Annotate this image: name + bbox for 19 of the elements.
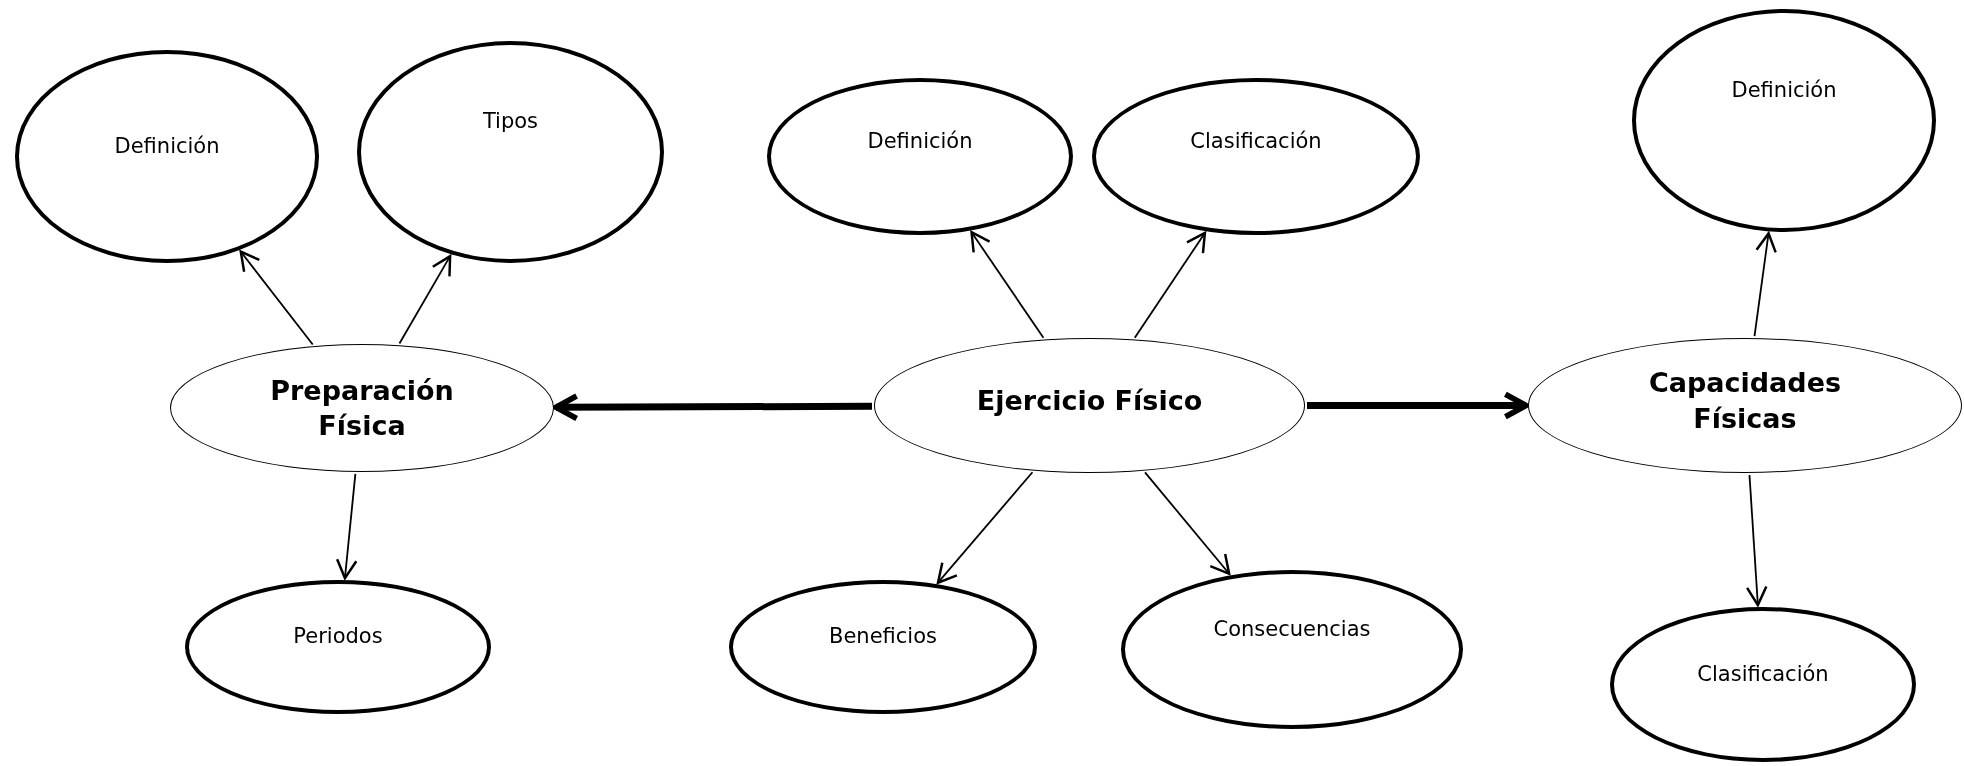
node-label: Clasificación <box>1697 660 1829 688</box>
node-label: Definición <box>1731 76 1837 104</box>
arrow <box>239 250 314 346</box>
arrow <box>335 473 358 580</box>
node-label: Consecuencias <box>1213 615 1371 643</box>
node-label: Clasificación <box>1190 127 1322 155</box>
node-label: Beneficios <box>829 623 937 651</box>
node-label: Definición <box>114 132 220 160</box>
node-label: Definición <box>867 127 973 155</box>
node-label: Ejercicio Físico <box>976 383 1203 418</box>
arrow <box>1753 232 1777 337</box>
node-label: Preparación Física <box>269 373 455 443</box>
arrow <box>553 393 873 422</box>
arrow <box>1307 391 1529 420</box>
node-label: Tipos <box>482 108 539 136</box>
node-label: Capacidades Físicas <box>1647 366 1843 436</box>
arrow <box>398 254 452 345</box>
node-label: Periodos <box>293 623 383 651</box>
arrow <box>1745 474 1768 607</box>
